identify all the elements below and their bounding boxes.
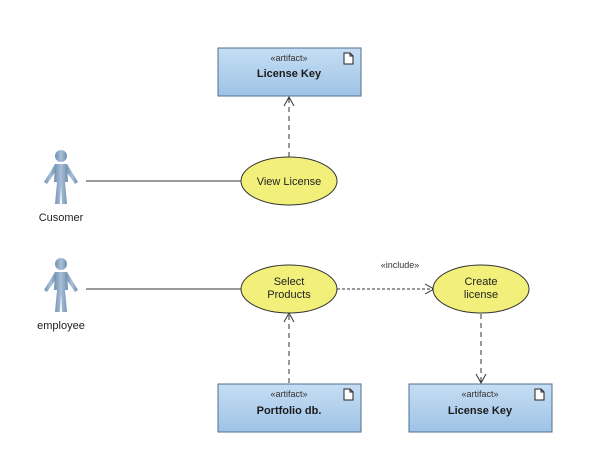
dependency-portfolio-db-to-select-products <box>283 311 295 383</box>
use-case-label-line2: Products <box>267 289 311 301</box>
use-case-label: View License <box>257 176 322 188</box>
document-icon <box>343 52 354 65</box>
document-icon <box>534 388 545 401</box>
use-case-label-line1: Select <box>274 276 305 288</box>
use-case-label-line2: license <box>464 289 498 301</box>
artifact-stereotype: «artifact» <box>270 53 307 63</box>
include-label: «include» <box>381 260 420 270</box>
actor-icon <box>44 258 78 312</box>
artifact-stereotype: «artifact» <box>461 389 498 399</box>
artifact-name: License Key <box>257 68 322 80</box>
actor-employee[interactable]: employee <box>37 258 85 332</box>
include-select-products-to-create-license: «include» <box>337 260 436 295</box>
artifact-portfolio-db[interactable]: «artifact» Portfolio db. <box>217 383 362 433</box>
artifact-license-key-bottom[interactable]: «artifact» License Key <box>408 383 553 433</box>
artifact-license-key-top[interactable]: «artifact» License Key <box>217 47 362 97</box>
artifact-name: License Key <box>448 405 513 417</box>
use-case-view-license[interactable]: View License <box>240 156 338 206</box>
actor-customer[interactable]: Cusomer <box>39 150 84 224</box>
dependency-create-license-to-license-key <box>475 314 487 385</box>
use-case-label-line1: Create <box>464 276 497 288</box>
artifact-name: Portfolio db. <box>257 405 322 417</box>
actor-icon <box>44 150 78 204</box>
artifact-stereotype: «artifact» <box>270 389 307 399</box>
dependency-view-license-to-license-key <box>283 95 295 157</box>
use-case-create-license[interactable]: Create license <box>432 264 530 314</box>
actor-label: employee <box>37 320 85 332</box>
document-icon <box>343 388 354 401</box>
use-case-select-products[interactable]: Select Products <box>240 264 338 314</box>
actor-label: Cusomer <box>39 212 84 224</box>
